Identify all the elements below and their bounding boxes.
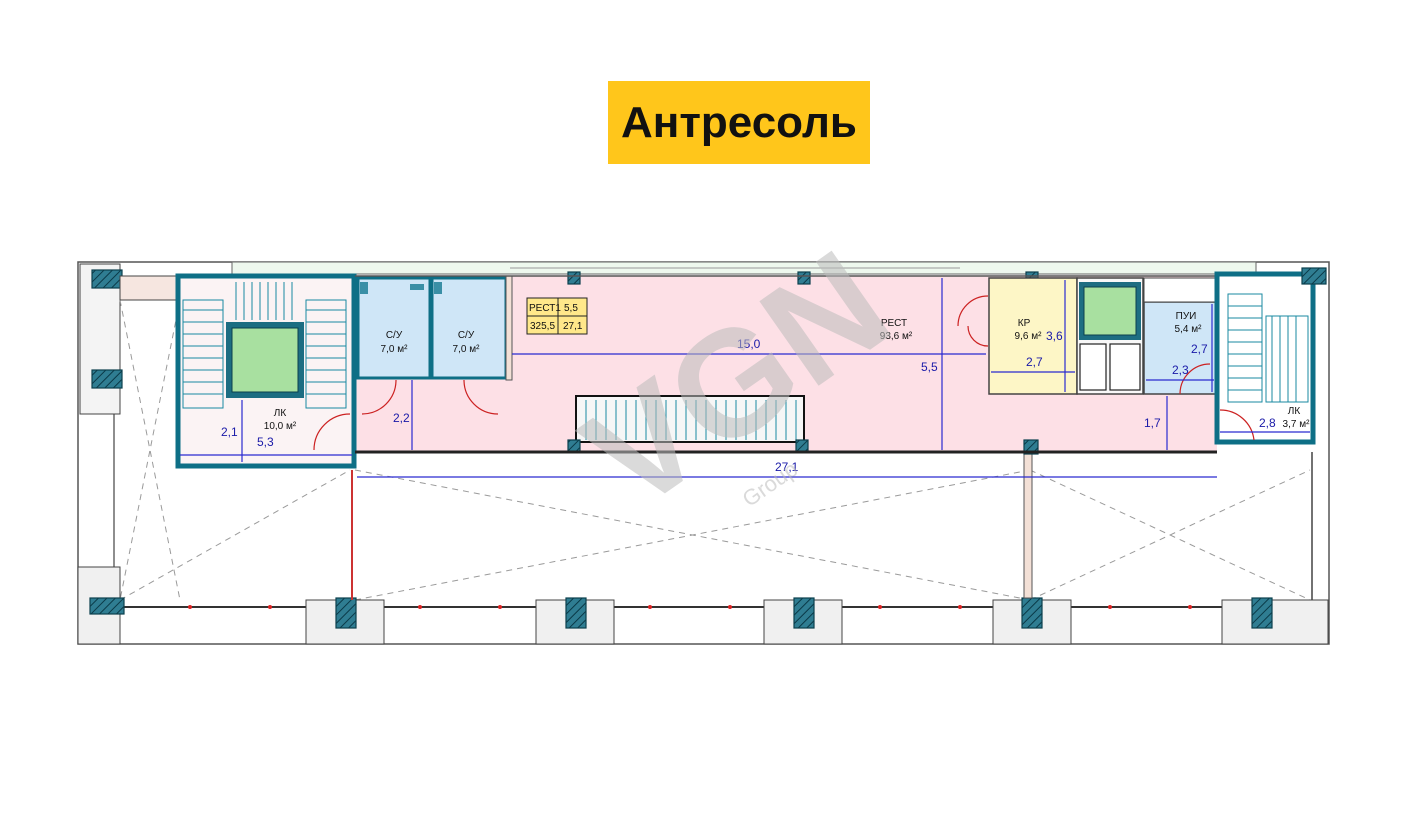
legend-cell-r1c2: 5,5 [564,303,578,314]
dim-2-1: 2,1 [221,425,238,439]
wc1-fixture [360,282,368,294]
lk-right-stairs [1227,293,1309,403]
wc-right-wall [505,275,513,381]
stair-column-left [567,439,581,453]
left-corridor [119,275,181,301]
title-banner: Антресоль [608,81,870,164]
lk-left-stairs [182,282,347,409]
wc2-fixture [434,282,442,294]
room-lk-right-name: ЛК [1288,406,1301,417]
lk-right-door-arc [1219,409,1255,441]
bottom-facade-markers [188,605,1192,609]
wc1-sink [410,284,424,290]
left-bay-frame [79,263,121,415]
right-elevator-cabin [1083,286,1137,336]
lk-right-room [1217,274,1313,442]
dim-2-3: 2,3 [1172,363,1189,377]
legend-cell-r1c1: РЕСТ1 [529,303,561,314]
legend-cell-r2c2: 27,1 [563,321,583,332]
room-wc2-area: 7,0 м² [453,344,481,355]
dim-2-2: 2,2 [393,411,410,425]
dim-2-8: 2,8 [1259,416,1276,430]
room-lk-left-area: 10,0 м² [264,421,297,432]
dim-27-1: 27,1 [775,460,799,474]
room-pui-area: 5,4 м² [1175,324,1203,335]
wc1-room [356,276,432,380]
lk-left-walls [175,273,357,469]
lower-zone-diagonals [119,299,1311,601]
page-title: Антресоль [621,97,857,147]
room-wc2-name: С/У [458,330,475,341]
lk-left-door-arc [313,413,351,451]
wc2-door-arc [463,379,499,415]
room-wc1-name: С/У [386,330,403,341]
stair-column-right [795,439,809,453]
kr-door-arc [957,295,989,327]
right-shaft-b [1109,343,1141,391]
wc1-door-arc [361,379,397,415]
bottom-columns [77,566,1329,645]
dimension-lines [180,278,1310,478]
dim-2-7-kr: 2,7 [1026,355,1043,369]
top-columns [567,271,1039,455]
room-kr-name: КР [1018,318,1031,329]
lk-right-walls [1214,271,1316,445]
room-lk-right-area: 3,7 м² [1283,419,1311,430]
kr-door-arc-2 [967,325,989,347]
room-kr-area: 9,6 м² [1015,331,1043,342]
dim-15-0: 15,0 [737,337,761,351]
dim-5-5: 5,5 [921,360,938,374]
right-shaft-a [1079,343,1107,391]
pui-door-arc [1179,363,1211,395]
right-top-column [1301,267,1327,285]
dim-3-6: 3,6 [1046,329,1063,343]
pui-top-strip [1143,277,1217,303]
legend-table: РЕСТ1 5,5 325,5 27,1 [526,297,588,335]
dim-5-3: 5,3 [257,435,274,449]
room-pui-name: ПУИ [1176,311,1197,322]
central-stair-treads [585,400,797,440]
kr-room [988,277,1078,395]
elevator-left-cabin [231,327,299,393]
left-bay-column-top [91,269,123,289]
room-wc1-area: 7,0 м² [381,344,409,355]
room-lk-left-name: ЛК [274,408,287,419]
dim-2-7-pui: 2,7 [1191,342,1208,356]
left-bay-column-mid [91,369,123,389]
wc2-room [430,276,508,380]
room-rest-area: 93,6 м² [880,331,913,342]
lower-divider-right [1023,451,1033,599]
room-rest-name: РЕСТ [881,318,907,329]
dim-1-7: 1,7 [1144,416,1161,430]
legend-cell-r2c1: 325,5 [530,321,555,332]
